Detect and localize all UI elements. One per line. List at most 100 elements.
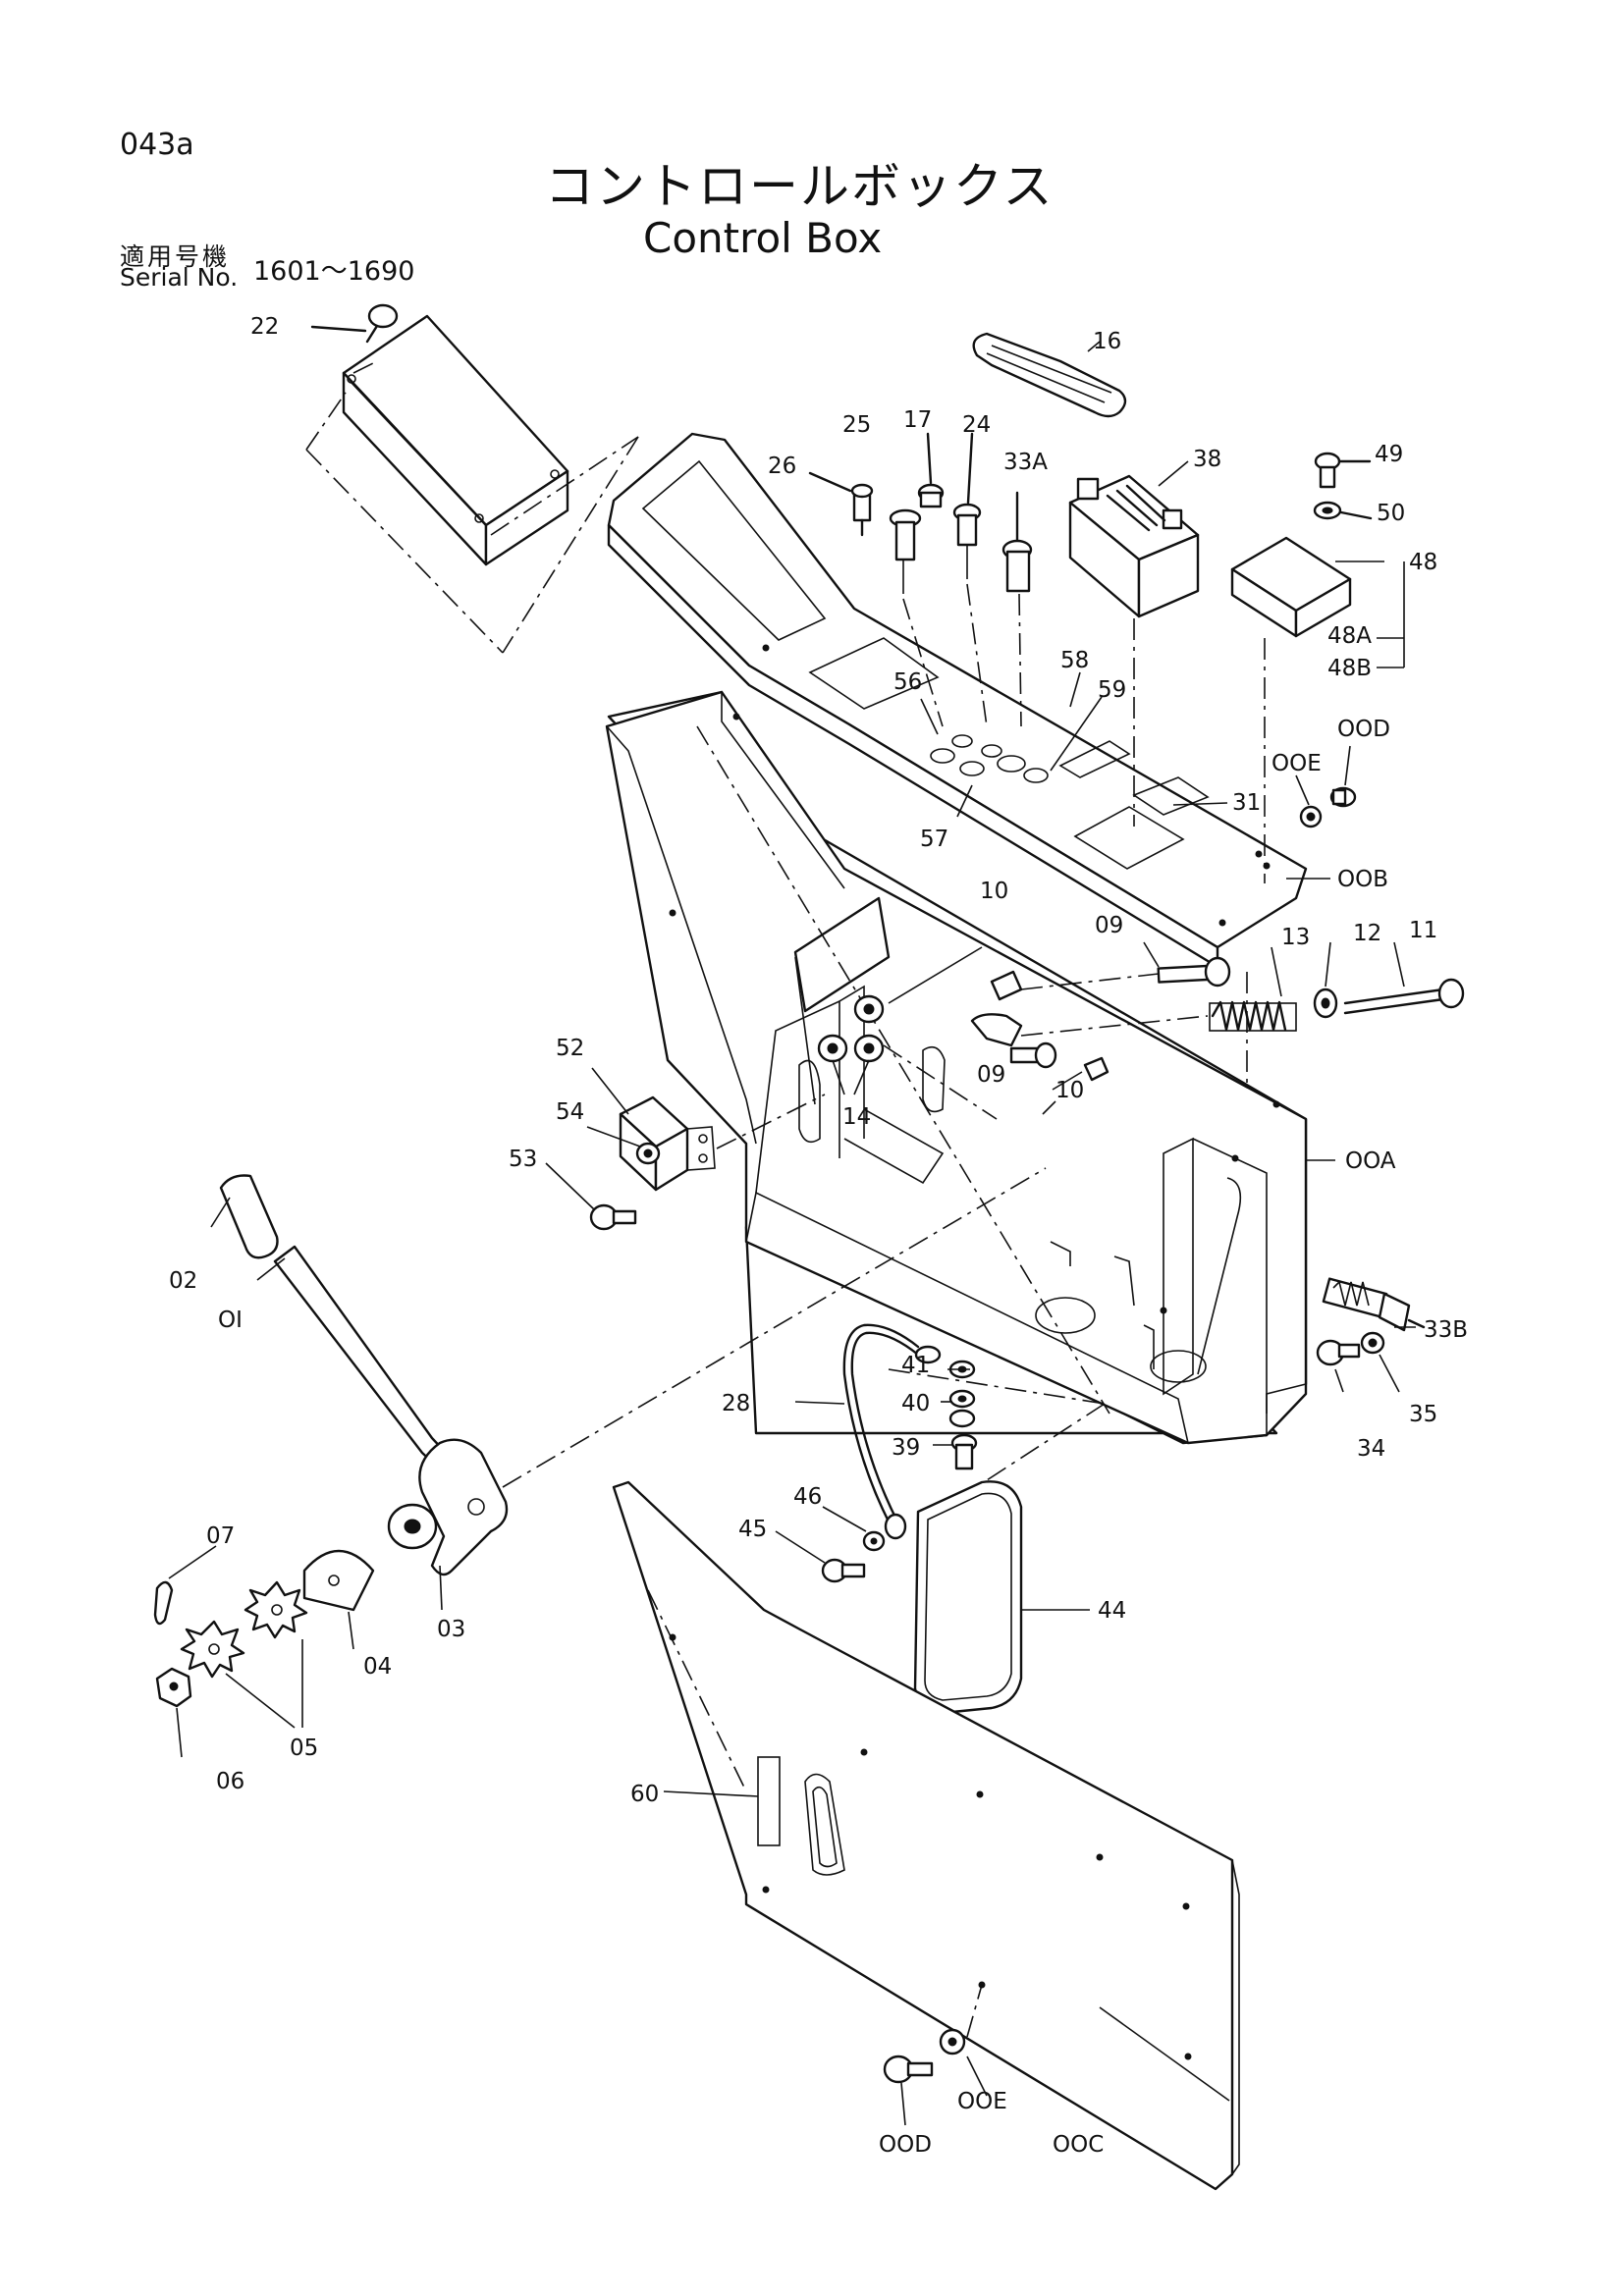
part-spring-13 [1209,1000,1297,1032]
part-screw-22 [310,303,399,344]
part-switch-block [1068,474,1200,827]
callout-00A: OOA [1345,1148,1396,1174]
part-bolt-09-top [1020,956,1231,990]
part-washer-03 [387,1503,443,1611]
callout-57: 57 [920,827,948,852]
callout-10-lower: 10 [1055,1078,1084,1103]
callout-00E-bottom: OOE [957,2089,1007,2114]
callout-48B: 48B [1327,656,1372,681]
part-pin-07 [153,1545,217,1626]
callout-16: 16 [1093,329,1121,354]
callout-10-top: 10 [980,879,1008,904]
part-lever-01 [210,1167,1047,1576]
title-japanese: コントロールボックス [545,158,1055,215]
part-washer-54 [586,1126,661,1165]
callout-12: 12 [1353,921,1381,946]
callout-50: 50 [1377,501,1405,526]
callout-01: OI [218,1308,243,1333]
part-clip-10 [990,970,1109,1091]
part-knob-25 [889,508,944,727]
part-bushings [817,946,998,1120]
callout-00D-top: OOD [1337,717,1390,742]
part-screw-49 [1314,452,1372,489]
callout-13: 13 [1281,925,1310,950]
part-washer-35 [1360,1331,1400,1393]
callout-54: 54 [556,1099,584,1125]
callout-35: 35 [1409,1402,1437,1427]
part-washer-46 [822,1506,886,1552]
part-star-washers-05 [180,1580,308,1729]
callout-48A: 48A [1327,623,1372,649]
callout-labels: 22 16 25 17 24 33A 38 26 49 50 48 48A 48… [169,314,1468,2158]
part-top-fasteners [1295,745,1357,828]
callout-34: 34 [1357,1436,1385,1462]
part-washer-12 [1313,988,1338,1019]
title-english: Control Box [643,214,883,262]
callout-39: 39 [892,1435,920,1461]
callout-33B: 33B [1424,1317,1468,1343]
callout-11: 11 [1409,918,1437,943]
part-switch-33B [1322,1277,1426,1332]
callout-60: 60 [630,1782,659,1807]
callout-02: 02 [169,1268,197,1294]
part-rubber-strip [972,332,1127,418]
callout-00B: OOB [1337,867,1388,892]
serial-label-japanese: 適用号機 [120,242,231,271]
part-bolt-11 [1020,978,1465,1037]
part-washer-00E-bottom [939,1984,983,2056]
part-side-panel [612,1480,1240,2191]
part-cap-17 [917,432,945,508]
part-top-panel [607,432,1308,969]
part-screw-45 [775,1530,866,1583]
leader-lines [591,341,1416,2102]
callout-09-lower: 09 [977,1062,1005,1088]
callout-28: 28 [722,1391,750,1416]
part-cover-plate [1230,536,1352,883]
callout-52: 52 [556,1036,584,1061]
callout-40: 40 [901,1391,930,1416]
callout-31: 31 [1232,790,1261,816]
callout-56: 56 [893,669,922,695]
callout-53: 53 [509,1147,537,1172]
part-washer-40 [948,1389,976,1428]
callout-03: 03 [437,1617,465,1642]
callout-59: 59 [1098,677,1126,703]
callout-22: 22 [250,314,279,340]
callout-00C: OOC [1053,2132,1104,2158]
callout-49: 49 [1375,442,1403,467]
part-nut-06 [155,1667,192,1758]
callout-09-top: 09 [1095,913,1123,938]
part-switch-26 [808,471,874,537]
page-id: 043a [120,128,194,162]
part-cam-plate-04 [302,1549,375,1650]
part-bolt-09-lower [1009,1041,1057,1069]
callout-41: 41 [901,1353,930,1378]
callout-14: 14 [842,1104,871,1130]
part-switch-33A [1001,491,1033,727]
part-screw-53 [545,1162,637,1231]
part-knob-24 [952,432,988,727]
callout-04: 04 [363,1654,392,1680]
callout-44: 44 [1098,1598,1126,1624]
part-screw-00D-bottom [883,2055,934,2126]
callout-33A: 33A [1003,450,1048,475]
callout-17: 17 [903,407,932,433]
callout-05: 05 [290,1735,318,1761]
callout-45: 45 [738,1517,767,1542]
part-screw-34 [1316,1339,1361,1393]
part-rod-end [970,1013,1023,1047]
part-screw-39 [950,1433,978,1470]
callout-38: 38 [1193,447,1221,472]
callout-58: 58 [1060,648,1089,673]
callout-26: 26 [768,454,796,479]
serial-range: 1601～1690 [253,256,415,287]
callout-07: 07 [206,1523,235,1549]
callout-24: 24 [962,412,991,438]
callout-06: 06 [216,1769,244,1794]
callout-46: 46 [793,1484,822,1510]
part-main-box [605,690,1308,1445]
part-washer-50 [1313,501,1373,520]
part-cover-box [305,314,639,654]
callout-48: 48 [1409,550,1437,575]
